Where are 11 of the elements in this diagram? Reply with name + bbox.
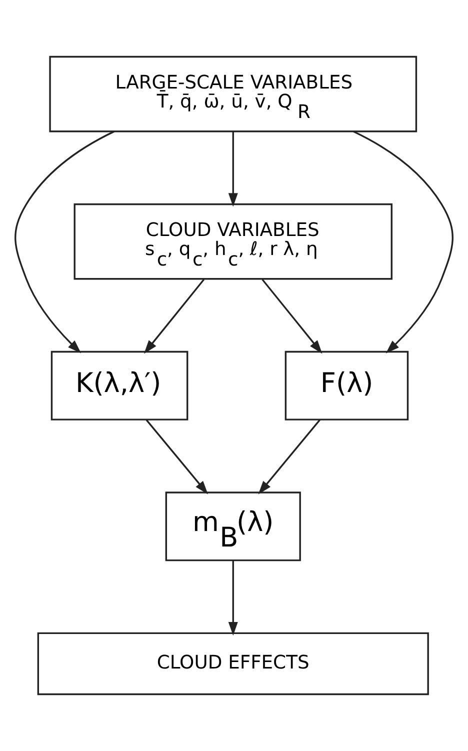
node-box: F(λ) <box>284 350 409 420</box>
node-box: K(λ,λ′) <box>50 350 188 420</box>
node-box: CLOUD EFFECTS <box>37 632 429 696</box>
arrow <box>353 130 454 354</box>
arrow <box>14 130 115 354</box>
arrow <box>146 419 208 494</box>
arrow <box>228 560 238 636</box>
arrow <box>228 131 238 207</box>
arrow <box>258 419 320 494</box>
arrow <box>262 278 322 354</box>
arrow <box>144 278 205 354</box>
